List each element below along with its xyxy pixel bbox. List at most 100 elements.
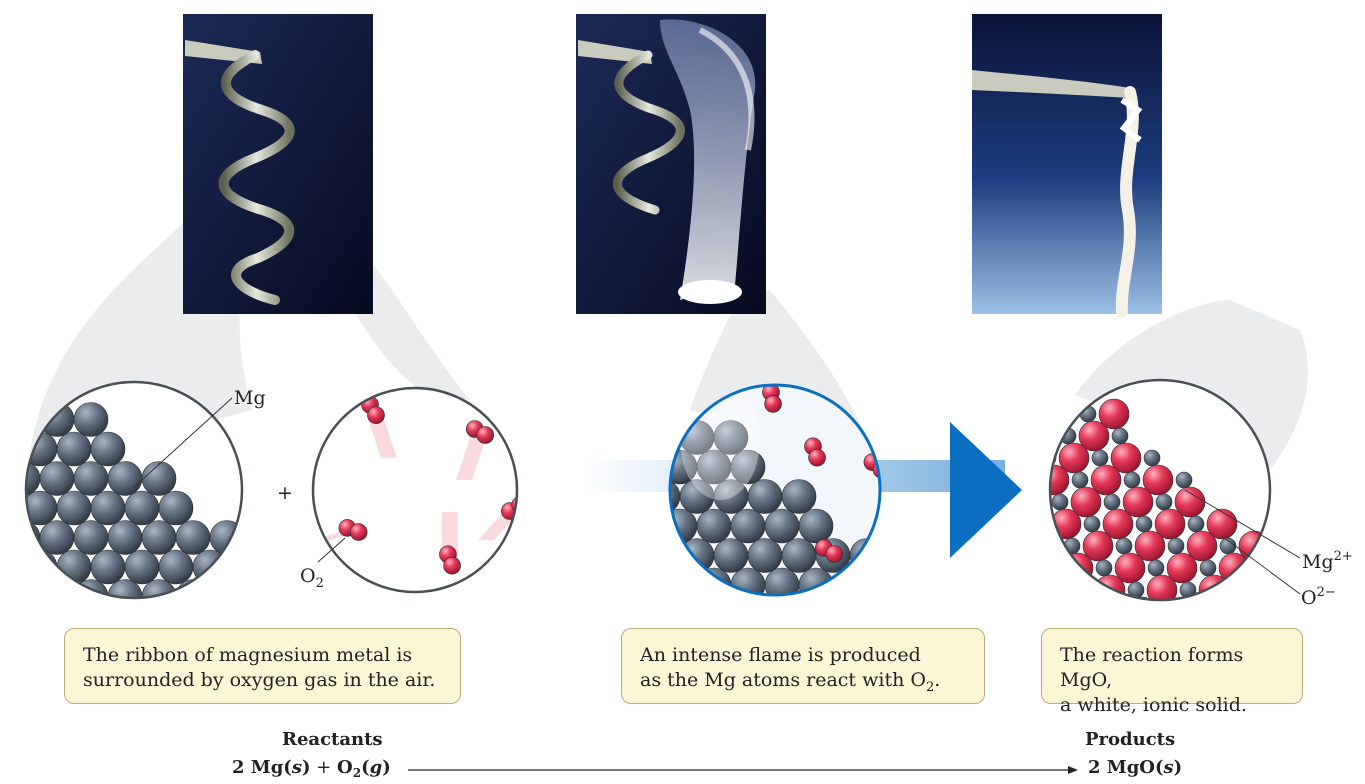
mg2-ion	[1028, 406, 1044, 422]
caption-flame-line2-end: .	[934, 669, 940, 691]
caption-products-line2: a white, ionic solid.	[1060, 693, 1284, 718]
mg-atom	[782, 480, 816, 514]
mg-atom	[731, 568, 765, 602]
mg2-ion	[1188, 516, 1204, 532]
mg-atom	[629, 391, 663, 425]
caption-reactants-line1: The ribbon of magnesium metal is	[83, 643, 442, 668]
mg-atom	[629, 568, 663, 602]
o2-ion	[1063, 553, 1093, 583]
mg2-ion	[1148, 560, 1164, 576]
reaction-circle	[595, 380, 952, 632]
mg-atom	[227, 550, 261, 584]
mg-atom	[57, 491, 91, 525]
mg-atom	[612, 598, 646, 632]
mg-atom	[816, 598, 850, 632]
caption-flame-line2: as the Mg atoms react with O2.	[640, 668, 966, 700]
mg-atom	[867, 568, 901, 602]
caption-flame: An intense flame is produced as the Mg a…	[621, 628, 985, 704]
mg-atom	[612, 539, 646, 573]
mg-atom	[108, 462, 142, 496]
caption-reactants-line2: surrounded by oxygen gas in the air.	[83, 668, 442, 693]
mg2-ion	[1144, 450, 1160, 466]
equation-arrow-head	[1068, 766, 1078, 774]
mg-atom	[210, 580, 244, 614]
mg-atom	[57, 432, 91, 466]
o2-gas-circle	[297, 388, 529, 592]
eq-o2-base: O	[337, 757, 353, 778]
o2-molecule-5-atom-b	[444, 557, 461, 574]
mg-atom	[765, 509, 799, 543]
eq-mg-state: s	[292, 757, 302, 778]
mg-atom	[714, 598, 748, 632]
mg2-ion	[1168, 538, 1184, 554]
mg-atom	[680, 598, 714, 632]
mg-atom	[244, 580, 278, 614]
o2-ion	[1127, 597, 1157, 627]
eq-mgo-close: )	[1174, 757, 1183, 778]
mg2-ion	[1212, 604, 1228, 620]
mg2-ion	[1116, 538, 1132, 554]
mg-atom	[697, 568, 731, 602]
mg2-ion	[1108, 604, 1124, 620]
eq-mg-coef: 2 Mg(	[232, 757, 292, 778]
o2-a-atom-b	[765, 395, 782, 412]
mg-atom	[74, 580, 108, 614]
mg-atom	[0, 432, 23, 466]
mg-atom	[176, 521, 210, 555]
o2-label: O2	[300, 565, 324, 591]
mg-atom	[6, 521, 40, 555]
mg-atom	[612, 421, 646, 455]
caption-products-line1: The reaction forms MgO,	[1060, 643, 1284, 693]
mg-ion-label: Mg2+	[1302, 549, 1353, 573]
mg-atom	[108, 521, 142, 555]
mg-atom	[176, 580, 210, 614]
reaction-arrow-head	[950, 422, 1022, 558]
o2-ion	[1015, 377, 1045, 407]
caption-flame-line1: An intense flame is produced	[640, 643, 966, 668]
mg-atom	[91, 491, 125, 525]
eq-mgo-coef: 2 MgO(	[1088, 757, 1164, 778]
mg-atom	[595, 509, 629, 543]
o-ion-label: O2−	[1301, 585, 1336, 609]
mg2-ion	[1136, 516, 1152, 532]
caption-flame-line2-sub: 2	[926, 680, 934, 695]
o2-ion	[1231, 597, 1261, 627]
mg2-ion	[1160, 604, 1176, 620]
mg-atom	[799, 568, 833, 602]
mg2-ion	[1232, 582, 1248, 598]
mg-atom	[6, 580, 40, 614]
mg-atom	[40, 462, 74, 496]
o2-ion	[1039, 465, 1069, 495]
o2-ion	[1027, 421, 1057, 451]
mg-atom	[74, 521, 108, 555]
eq-plus: +	[311, 757, 338, 778]
mg-label: Mg	[234, 387, 266, 409]
mg-atom	[74, 462, 108, 496]
o2-ion	[1095, 575, 1125, 605]
mg-atom	[884, 598, 918, 632]
eq-mg-close: )	[302, 757, 311, 778]
mg-atom	[799, 509, 833, 543]
mg-atom	[765, 568, 799, 602]
mg-atom	[714, 539, 748, 573]
o2-ion	[1179, 597, 1209, 627]
o2-molecule-4-atom-b	[350, 524, 367, 541]
mg-atom	[918, 598, 952, 632]
mg-atom	[850, 598, 884, 632]
caption-reactants: The ribbon of magnesium metal is surroun…	[64, 628, 461, 704]
mg-atom	[782, 539, 816, 573]
o2-ion	[1315, 619, 1345, 649]
mg2-ion	[1112, 428, 1128, 444]
mg-atom	[0, 373, 23, 407]
mg2-ion	[1176, 472, 1192, 488]
o2-ion	[1075, 597, 1105, 627]
mg-atom	[40, 580, 74, 614]
mg2-ion	[1076, 582, 1092, 598]
eq-o2-sub: 2	[353, 766, 361, 780]
mg2-ion	[1092, 450, 1108, 466]
mg-atom	[0, 403, 6, 437]
mg-atom	[142, 521, 176, 555]
mg-atom	[159, 491, 193, 525]
mg-atom	[6, 462, 40, 496]
mg-atom	[74, 403, 108, 437]
